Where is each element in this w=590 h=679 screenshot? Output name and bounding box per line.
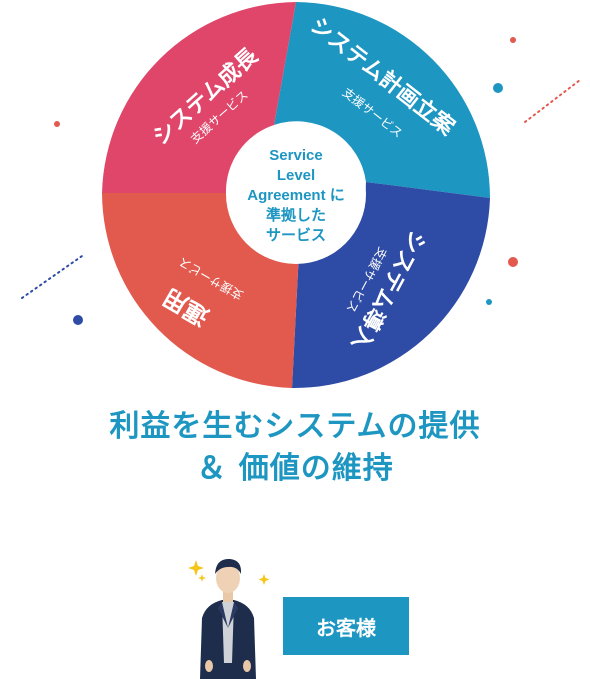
- center-circle: [226, 124, 366, 264]
- center-text-line: Agreement に: [247, 187, 345, 204]
- decor-dot: [510, 37, 516, 43]
- decor-dot: [73, 315, 83, 325]
- customer-label: お客様: [283, 597, 409, 655]
- decor-dot: [486, 299, 492, 305]
- center-text-line: 準拠した: [266, 206, 326, 224]
- customer-person-icon: [188, 558, 270, 679]
- center-text-line: Service: [269, 147, 322, 164]
- headline-line-2: ＆ 価値の維持: [196, 451, 394, 486]
- center-text-line: Level: [277, 167, 315, 184]
- center-text-line: サービス: [266, 227, 326, 244]
- sparkle-icon: [188, 560, 204, 576]
- decor-dot: [508, 257, 518, 267]
- decor-dotted-line: [21, 255, 83, 299]
- segment-growth: [102, 2, 296, 193]
- sparkle-icon: [198, 574, 206, 582]
- decor-dot: [493, 83, 503, 93]
- decor-dot: [54, 121, 60, 127]
- segment-planning: [274, 2, 490, 198]
- decor-dotted-line: [524, 79, 581, 123]
- headline-line-1: 利益を生むシステムの提供: [109, 409, 481, 444]
- segment-introduction: [292, 182, 490, 389]
- sparkle-icon: [258, 574, 270, 585]
- cycle-diagram: Service Level Agreement に 準拠した サービス システム…: [21, 2, 581, 389]
